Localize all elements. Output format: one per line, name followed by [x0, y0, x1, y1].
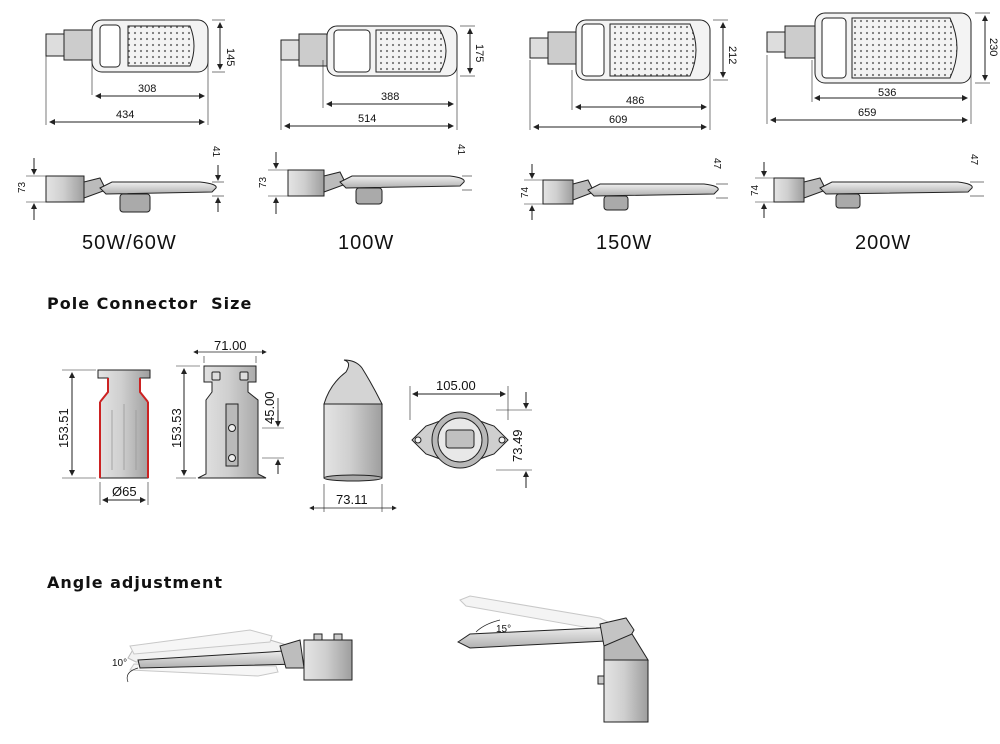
- dim-150w-side-top: 47: [711, 158, 722, 170]
- angle-left-drawing: [126, 629, 353, 683]
- top-view-50w: [45, 19, 225, 125]
- dim-connector-depth: 73.49: [510, 429, 525, 462]
- angle-right-label: 15°: [496, 624, 511, 635]
- dim-150w-total-width: 609: [609, 114, 627, 126]
- top-view-100w: [280, 25, 475, 130]
- dim-200w-total-width: 659: [858, 107, 876, 119]
- dim-connector-bolt-spacing: 45.00: [262, 391, 277, 424]
- dim-50w-total-width: 434: [116, 109, 134, 121]
- side-view-200w: [755, 162, 984, 218]
- dim-connector-diameter: Ø65: [112, 484, 137, 499]
- connector-front-view: [176, 349, 284, 479]
- connector-top-view: [409, 386, 532, 488]
- dim-100w-side-height: 73: [258, 176, 269, 188]
- dim-connector-height-a: 153.51: [56, 408, 71, 448]
- side-view-100w: [268, 152, 472, 214]
- connector-section-view: [62, 369, 151, 505]
- dim-connector-bottom-width: 73.11: [336, 492, 368, 507]
- dim-150w-height: 212: [726, 46, 738, 64]
- model-label-50w: 50W/60W: [82, 232, 177, 254]
- dim-150w-inner-width: 486: [626, 95, 644, 107]
- pole-connector-title: Pole Connector Size: [47, 294, 253, 313]
- top-view-200w: [766, 12, 990, 124]
- dim-200w-inner-width: 536: [878, 87, 896, 99]
- dim-100w-total-width: 514: [358, 113, 376, 125]
- dim-connector-top-width: 71.00: [214, 338, 247, 353]
- dim-100w-side-top: 41: [455, 144, 466, 156]
- dim-150w-side-height: 74: [520, 186, 531, 198]
- angle-adjustment-title: Angle adjustment: [47, 573, 223, 592]
- model-label-150w: 150W: [596, 232, 653, 254]
- side-view-50w: [26, 158, 224, 220]
- connector-3d-view: [309, 359, 397, 512]
- model-label-200w: 200W: [855, 232, 912, 254]
- dim-100w-inner-width: 388: [381, 91, 399, 103]
- dim-50w-inner-width: 308: [138, 83, 156, 95]
- dim-200w-height: 230: [987, 38, 999, 56]
- dim-100w-height: 175: [473, 44, 485, 62]
- top-view-150w: [529, 19, 728, 130]
- angle-right-drawing: [457, 595, 649, 723]
- dim-200w-side-top: 47: [968, 154, 979, 166]
- dim-50w-side-height: 73: [17, 181, 28, 193]
- dim-connector-height-b: 153.53: [169, 408, 184, 448]
- angle-left-label: 10°: [112, 658, 127, 669]
- model-label-100w: 100W: [338, 232, 395, 254]
- side-view-150w: [524, 164, 728, 220]
- dim-50w-side-top: 41: [210, 146, 221, 158]
- dim-50w-height: 145: [224, 48, 236, 66]
- dim-200w-side-height: 74: [750, 184, 761, 196]
- dim-connector-top-width-105: 105.00: [436, 378, 476, 393]
